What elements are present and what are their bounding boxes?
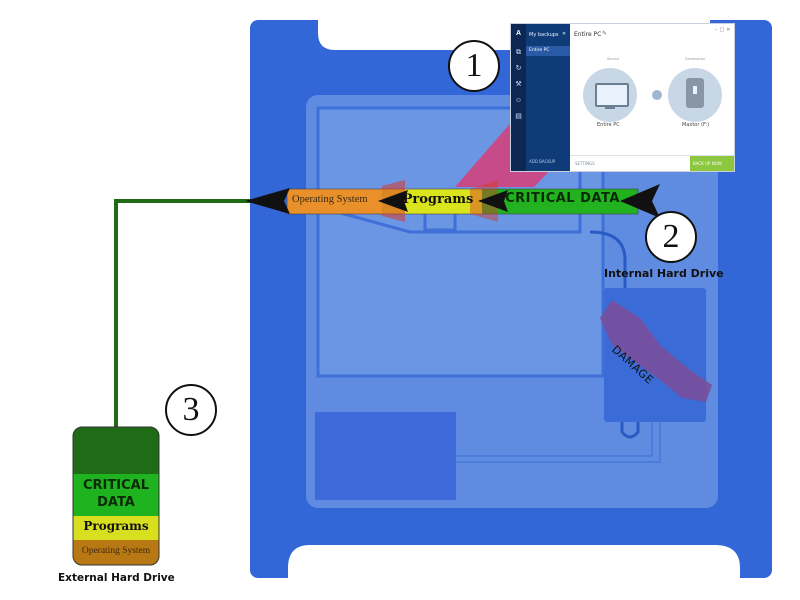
arrow-label-os: Operating System xyxy=(292,194,368,205)
destination-caption: Destination xyxy=(685,57,706,61)
backup-icon[interactable]: ⧉ xyxy=(516,49,521,56)
app-nav-rail: A ⧉ ↻ ⚒ ☺ ▤ xyxy=(511,24,526,171)
add-backup-button[interactable]: ADD BACKUP xyxy=(529,159,556,164)
sidebar-close-icon[interactable]: ✕ xyxy=(562,31,567,37)
backup-app-window: A ⧉ ↻ ⚒ ☺ ▤ My backups ✕ Entire PC ADD B… xyxy=(510,23,735,172)
external-os-label: Operating System xyxy=(81,546,151,556)
external-critical-label: CRITICAL DATA xyxy=(83,478,149,510)
sync-icon[interactable]: ↻ xyxy=(515,65,522,72)
destination-name: Maxtor (F:) xyxy=(682,122,710,128)
book-icon[interactable]: ▤ xyxy=(515,113,522,120)
main-header-title: Entire PC xyxy=(574,31,602,38)
external-link-line xyxy=(114,199,262,430)
settings-link[interactable]: SETTINGS xyxy=(575,161,595,166)
back-up-now-button[interactable]: BACK UP NOW xyxy=(690,156,734,171)
sidebar-title: My backups xyxy=(529,32,559,38)
backup-arrow xyxy=(245,180,660,222)
sidebar-item-label: Entire PC xyxy=(529,48,550,53)
source-name: Entire PC xyxy=(597,122,620,128)
callout-2: 2 xyxy=(645,211,697,263)
sidebar-item-selected[interactable]: Entire PC xyxy=(526,46,570,56)
account-icon[interactable]: ☺ xyxy=(514,97,523,104)
app-sidebar: My backups ✕ Entire PC ADD BACKUP xyxy=(526,24,570,171)
window-controls[interactable]: –□✕ xyxy=(715,27,733,33)
app-main-pane: Entire PC ✎ –□✕ Source Destination Entir… xyxy=(570,24,734,171)
external-hard-drive xyxy=(72,426,160,566)
monitor-icon xyxy=(595,83,629,107)
arrow-label-critical: CRITICAL DATA xyxy=(505,191,620,206)
external-programs-label: Programs xyxy=(83,519,149,533)
arrow-circle-icon xyxy=(652,90,662,100)
callout-1: 1 xyxy=(448,40,500,92)
arrowhead-mid2 xyxy=(478,190,508,212)
callout-3: 3 xyxy=(165,384,217,436)
tools-icon[interactable]: ⚒ xyxy=(515,81,522,88)
back-up-now-label: BACK UP NOW xyxy=(693,161,722,166)
source-caption: Source xyxy=(607,57,620,61)
logo-icon[interactable]: A xyxy=(515,30,522,37)
edit-icon[interactable]: ✎ xyxy=(602,30,608,37)
arrowhead-left xyxy=(245,188,290,214)
source-circle[interactable] xyxy=(583,68,637,122)
internal-drive-label: Internal Hard Drive xyxy=(604,267,724,280)
arrow-label-programs: Programs xyxy=(402,192,474,207)
arrowhead-mid1 xyxy=(378,190,408,212)
destination-circle[interactable] xyxy=(668,68,722,122)
internal-hard-drive xyxy=(600,288,712,422)
arrowhead-right xyxy=(620,184,660,218)
external-drive-label: External Hard Drive xyxy=(58,572,175,584)
bottom-bar: SETTINGS BACK UP NOW xyxy=(570,155,734,171)
